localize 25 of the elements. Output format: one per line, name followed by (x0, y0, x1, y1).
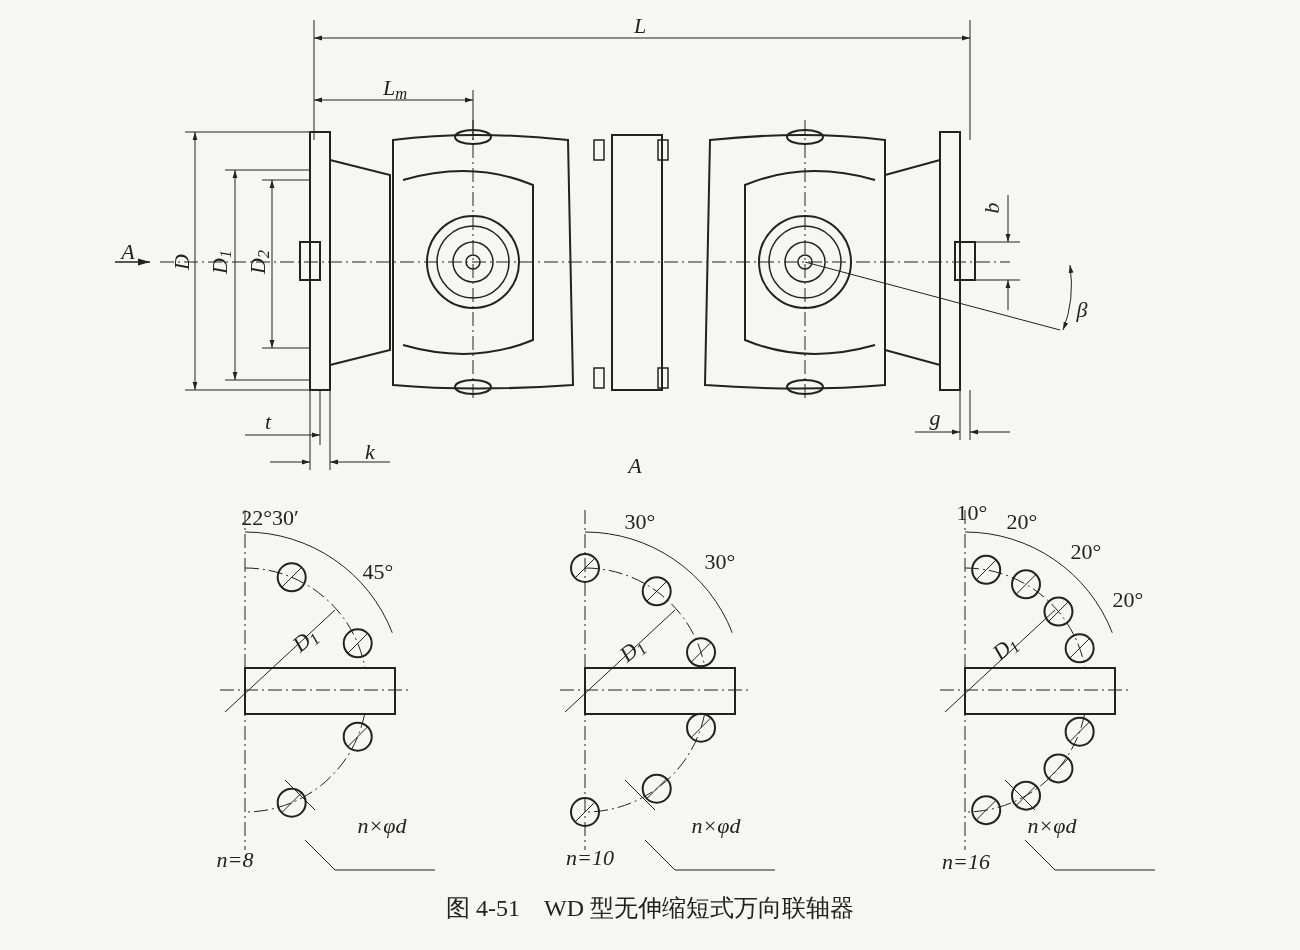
view-label: A (628, 455, 642, 477)
dimension-label: L (633, 15, 647, 37)
dimension-label: 22°30′ (241, 507, 299, 529)
dimension-label: 20° (1006, 511, 1038, 533)
dimension-label: 20° (1070, 541, 1102, 563)
dimension-label: b (981, 202, 1003, 214)
dimension-label: g (929, 407, 941, 429)
dimension-label: D (171, 254, 193, 270)
dimension-label: β (1076, 299, 1088, 321)
dimension-label: 10° (956, 502, 988, 524)
dimension-label: 30° (624, 511, 656, 533)
dimension-label: 20° (1112, 589, 1144, 611)
view-label: A (121, 241, 135, 263)
figure-caption: 图 4-51 WD 型无伸缩短式万向联轴器 (445, 894, 855, 923)
dimension-label: n×φd (357, 815, 407, 837)
dimension-label: 45° (362, 561, 394, 583)
dimension-label: n=10 (566, 847, 614, 869)
dimension-label: L$_{m}$ (382, 77, 408, 99)
dimension-label: 30° (704, 551, 736, 573)
dimension-label: t (264, 411, 272, 433)
dimension-label: n×φd (691, 815, 741, 837)
dimension-label: n=16 (942, 851, 990, 873)
dimension-label: n=8 (216, 849, 254, 871)
dimension-label: k (365, 441, 375, 463)
dimension-label: n×φd (1027, 815, 1077, 837)
